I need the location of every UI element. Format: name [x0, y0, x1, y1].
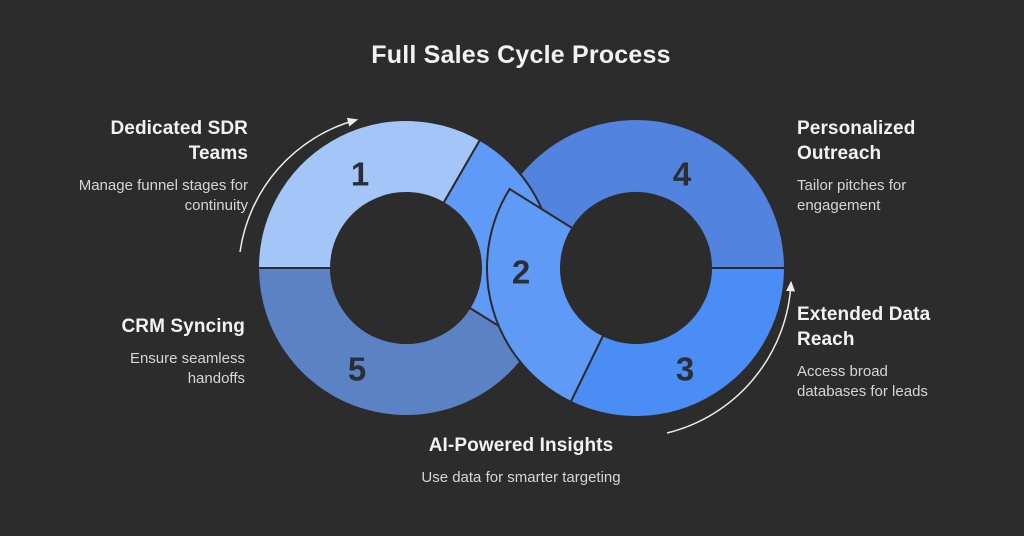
step-number-5: 5 — [348, 351, 366, 388]
flow-arrow-right-icon — [666, 280, 796, 434]
step-heading-2: AI-Powered Insights — [428, 435, 614, 456]
step-description-1: Manage funnel stages for continuity — [78, 177, 248, 215]
step-description-2: Use data for smarter targeting — [421, 469, 621, 487]
step-label-1: Dedicated SDR Teams Manage funnel stages… — [78, 116, 248, 216]
step-description-3: Access broad databases for leads — [797, 363, 928, 401]
ring-segment-step-5 — [256, 267, 533, 417]
step-heading-4: Personalized Outreach — [797, 118, 916, 165]
step-number-2: 2 — [512, 254, 530, 291]
step-number-3: 3 — [676, 351, 694, 388]
step-number-1: 1 — [351, 156, 369, 193]
flow-arrow-top-left-icon — [239, 117, 359, 253]
ring-segment-step-2 — [486, 187, 605, 404]
step-label-3: Extended Data Reach Access broad databas… — [797, 302, 952, 402]
step-heading-5: CRM Syncing — [121, 316, 245, 337]
ring-segment-step-3 — [569, 267, 787, 418]
step-heading-3: Extended Data Reach — [797, 304, 931, 351]
ring-segment-step-1 — [256, 119, 482, 269]
step-description-4: Tailor pitches for engagement — [797, 177, 907, 215]
step-heading-1: Dedicated SDR Teams — [110, 118, 248, 165]
step-description-5: Ensure seamless handoffs — [129, 350, 245, 388]
page-title: Full Sales Cycle Process — [371, 41, 671, 69]
step-label-2: AI-Powered Insights Use data for smarter… — [421, 433, 621, 488]
step-label-5: CRM Syncing Ensure seamless handoffs — [80, 314, 245, 389]
step-number-4: 4 — [673, 156, 692, 193]
ring-segment-step-4 — [508, 118, 787, 269]
step-label-4: Personalized Outreach Tailor pitches for… — [797, 116, 972, 216]
